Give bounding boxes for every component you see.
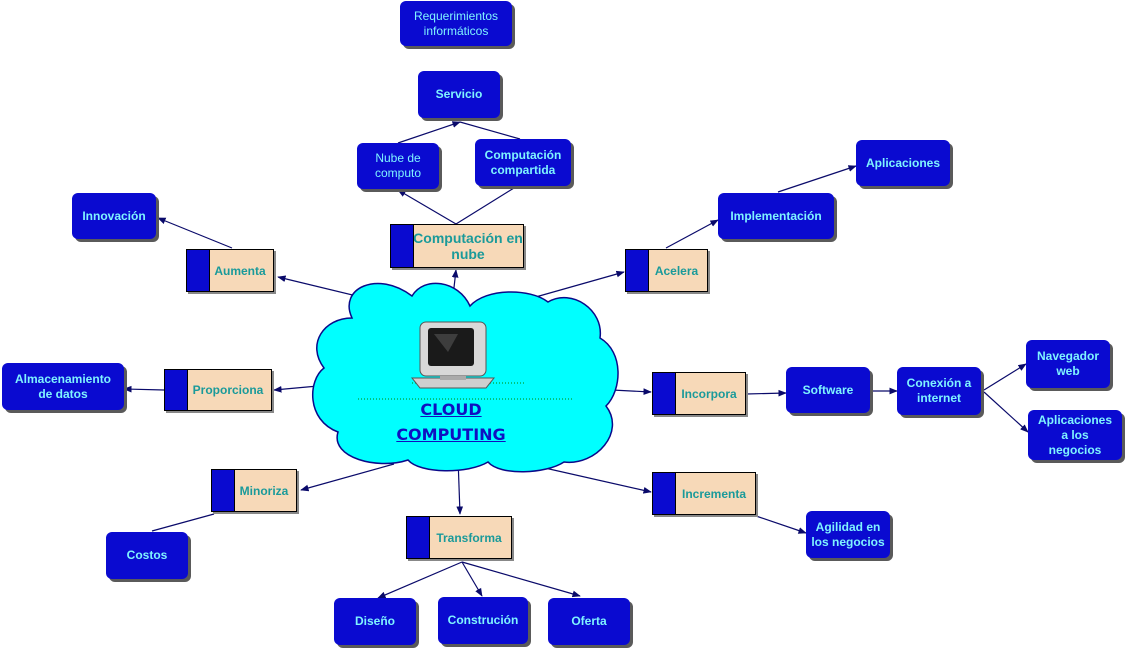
node-incrementa[interactable]: Incrementa (652, 472, 756, 515)
link-transforma-oferta (461, 561, 581, 598)
node-tab (187, 250, 210, 291)
node-requerimientos-informaticos[interactable]: Requerimientos informáticos (400, 1, 512, 46)
node-aumenta[interactable]: Aumenta (186, 249, 274, 292)
node-aplicaciones[interactable]: Aplicaciones (856, 140, 950, 186)
node-navegador-web[interactable]: Navegador web (1026, 340, 1110, 388)
link-transforma-diseno (377, 561, 463, 599)
node-incorpora[interactable]: Incorpora (652, 372, 746, 415)
link-conexion-navegador (983, 363, 1027, 391)
node-construccion[interactable]: Construción (438, 597, 528, 644)
title-line-2: COMPUTING (396, 425, 506, 444)
node-tab (653, 473, 676, 514)
node-implementacion[interactable]: Implementación (718, 193, 834, 239)
link-cloud-minoriza (300, 463, 395, 492)
link-transforma-construccion (461, 561, 483, 597)
node-computacion-en-nube[interactable]: Computación en nube (390, 224, 524, 268)
cloud-computing-title: CLOUD COMPUTING (388, 400, 514, 444)
node-almacenamiento-de-datos[interactable]: Almacenamiento de datos (2, 363, 124, 410)
node-computacion-compartida[interactable]: Computación compartida (475, 139, 571, 186)
link-cloud-incorpora (611, 388, 652, 395)
link-nube-servicio (397, 121, 461, 144)
node-tab (165, 370, 188, 410)
node-tab (391, 225, 414, 267)
link-aumenta-innovacion (157, 217, 233, 249)
link-computacion-compartida (455, 187, 515, 225)
node-tab (212, 470, 235, 511)
node-servicio[interactable]: Servicio (418, 71, 500, 118)
node-agilidad-en-los-negocios[interactable]: Agilidad en los negocios (806, 511, 890, 558)
link-minoriza-costos (151, 513, 215, 532)
node-tab (626, 250, 649, 291)
link-acelera-implementacion (665, 219, 719, 249)
node-costos[interactable]: Costos (106, 532, 188, 579)
node-tab (653, 373, 676, 414)
link-incorpora-software (745, 389, 787, 397)
node-conexion-a-internet[interactable]: Conexión a internet (897, 367, 981, 415)
link-implementacion-aplicaciones (777, 165, 857, 193)
node-acelera[interactable]: Acelera (625, 249, 708, 292)
link-cloud-incrementa (535, 465, 652, 494)
monitor-icon (410, 321, 496, 389)
node-aplicaciones-a-los-negocios[interactable]: Aplicaciones a los negocios (1028, 410, 1122, 460)
node-innovacion[interactable]: Innovación (72, 193, 156, 239)
node-proporciona[interactable]: Proporciona (164, 369, 272, 411)
node-software[interactable]: Software (786, 367, 870, 413)
title-line-1: CLOUD (420, 400, 482, 419)
link-cloud-proporciona (273, 385, 319, 393)
link-compartida-servicio (459, 121, 521, 140)
node-transforma[interactable]: Transforma (406, 516, 512, 559)
node-diseno[interactable]: Diseño (334, 598, 416, 645)
link-computacion-nube (397, 189, 457, 225)
node-minoriza[interactable]: Minoriza (211, 469, 297, 512)
link-conexion-aplicaciones-negocios (983, 391, 1029, 433)
node-tab (407, 517, 430, 558)
node-nube-de-computo[interactable]: Nube de computo (357, 143, 439, 189)
link-proporciona-almacenamiento (123, 385, 165, 393)
node-oferta[interactable]: Oferta (548, 598, 630, 645)
link-incrementa-agilidad (755, 515, 807, 534)
